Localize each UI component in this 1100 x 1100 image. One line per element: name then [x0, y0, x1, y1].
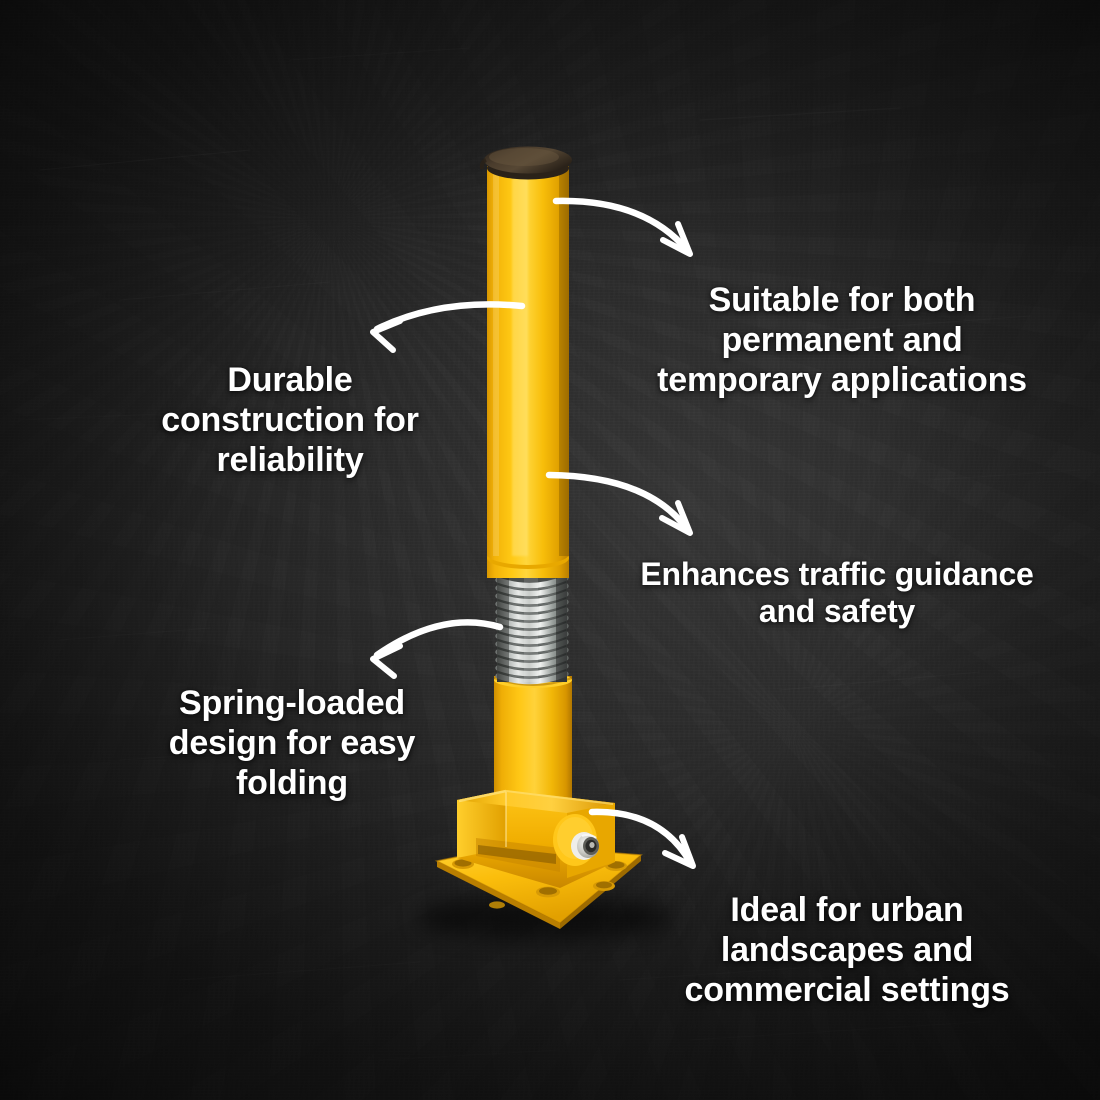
- callout-text-durable: Durable construction for reliability: [161, 361, 419, 479]
- callout-text-suitable: Suitable for both permanent and temporar…: [657, 281, 1027, 399]
- arrow-upper-left: [370, 301, 526, 353]
- bollard-base-plate: [434, 789, 643, 929]
- arrow-top-right: [552, 197, 693, 257]
- callout-text-traffic: Enhances traffic guidance and safety: [640, 556, 1034, 630]
- bollard-lock-cylinder: [571, 832, 599, 860]
- arrow-mid-right: [545, 471, 693, 536]
- bollard-cap: [479, 146, 572, 180]
- arrow-bottom-right: [588, 808, 696, 869]
- bollard-spring: [495, 574, 569, 685]
- bollard-upper-tube: [487, 166, 569, 578]
- callout-text-urban: Ideal for urban landscapes and commercia…: [684, 891, 1010, 1009]
- callout-text-spring: Spring-loaded design for easy folding: [168, 684, 416, 802]
- arrow-lower-left: [370, 619, 504, 679]
